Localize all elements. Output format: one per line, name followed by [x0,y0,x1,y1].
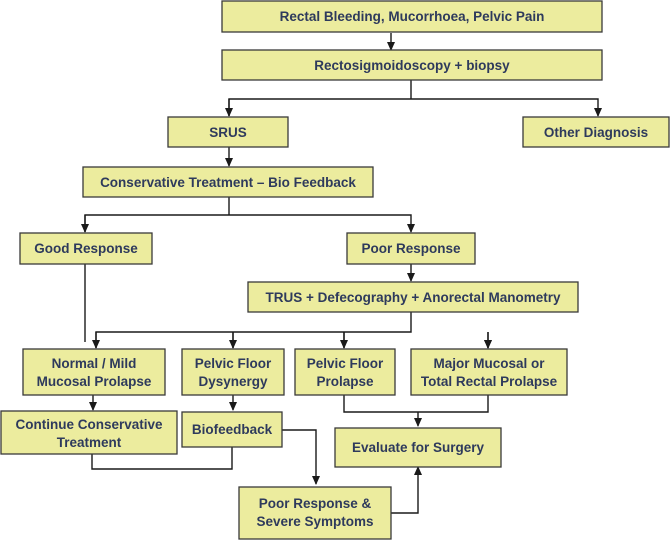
svg-text:Conservative Treatment – Bio F: Conservative Treatment – Bio Feedback [100,175,356,190]
node-other-diagnosis: Other Diagnosis [522,116,670,148]
edges [81,33,598,514]
svg-text:Rectal Bleeding, Mucorrhoea, P: Rectal Bleeding, Mucorrhoea, Pelvic Pain [280,9,545,24]
node-rectosigmoidoscopy: Rectosigmoidoscopy + biopsy [221,49,603,81]
svg-text:Evaluate for Surgery: Evaluate for Surgery [352,440,485,455]
svg-text:Pelvic Floor: Pelvic Floor [307,356,384,371]
edge-conservative-split [84,197,411,232]
svg-text:TRUS + Defecography + Anorecta: TRUS + Defecography + Anorectal Manometr… [265,290,561,305]
node-continue-conservative: Continue Conservative Treatment [0,410,178,455]
node-srus: SRUS [167,116,289,148]
node-poor-response: Poor Response [346,232,476,265]
svg-text:Severe Symptoms: Severe Symptoms [256,514,373,529]
edge-continue-biofeedback-loop [91,447,233,470]
node-conservative-treatment: Conservative Treatment – Bio Feedback [82,166,374,198]
svg-text:Mucosal Prolapse: Mucosal Prolapse [37,374,152,389]
svg-text:Pelvic Floor: Pelvic Floor [195,356,272,371]
node-major-prolapse: Major Mucosal or Total Rectal Prolapse [410,348,568,396]
svg-text:Prolapse: Prolapse [316,374,374,389]
svg-text:Poor Response: Poor Response [361,241,461,256]
node-symptoms: Rectal Bleeding, Mucorrhoea, Pelvic Pain [221,0,603,33]
svg-text:Total Rectal Prolapse: Total Rectal Prolapse [421,374,558,389]
node-evaluate-surgery: Evaluate for Surgery [334,427,502,468]
svg-text:Poor Response &: Poor Response & [259,496,372,511]
svg-text:Rectosigmoidoscopy + biopsy: Rectosigmoidoscopy + biopsy [314,58,510,73]
node-pelvic-floor-prolapse: Pelvic Floor Prolapse [294,348,396,396]
svg-text:SRUS: SRUS [209,125,247,140]
node-poor-response-severe: Poor Response & Severe Symptoms [238,486,392,540]
node-good-response: Good Response [19,232,153,265]
node-normal-mild-prolapse: Normal / Mild Mucosal Prolapse [22,348,166,396]
edge-trus-split [95,312,488,348]
svg-text:Major Mucosal or: Major Mucosal or [433,356,545,371]
svg-text:Continue Conservative: Continue Conservative [15,417,163,432]
node-biofeedback: Biofeedback [181,411,283,448]
svg-text:Normal / Mild: Normal / Mild [52,356,137,371]
node-pelvic-floor-dysynergy: Pelvic Floor Dysynergy [181,348,285,396]
edge-rectosigmoidoscopy-split [228,80,598,116]
svg-text:Dysynergy: Dysynergy [198,374,268,389]
svg-text:Good Response: Good Response [34,241,138,256]
svg-text:Treatment: Treatment [57,435,122,450]
svg-text:Other Diagnosis: Other Diagnosis [544,125,648,140]
edge-biofeedback-to-poor-severe [281,429,320,485]
edge-poor-severe-to-surgery [391,466,422,514]
svg-text:Biofeedback: Biofeedback [192,422,273,437]
edge-prolapses-to-surgery [343,395,489,426]
node-trus-tests: TRUS + Defecography + Anorectal Manometr… [247,281,579,313]
